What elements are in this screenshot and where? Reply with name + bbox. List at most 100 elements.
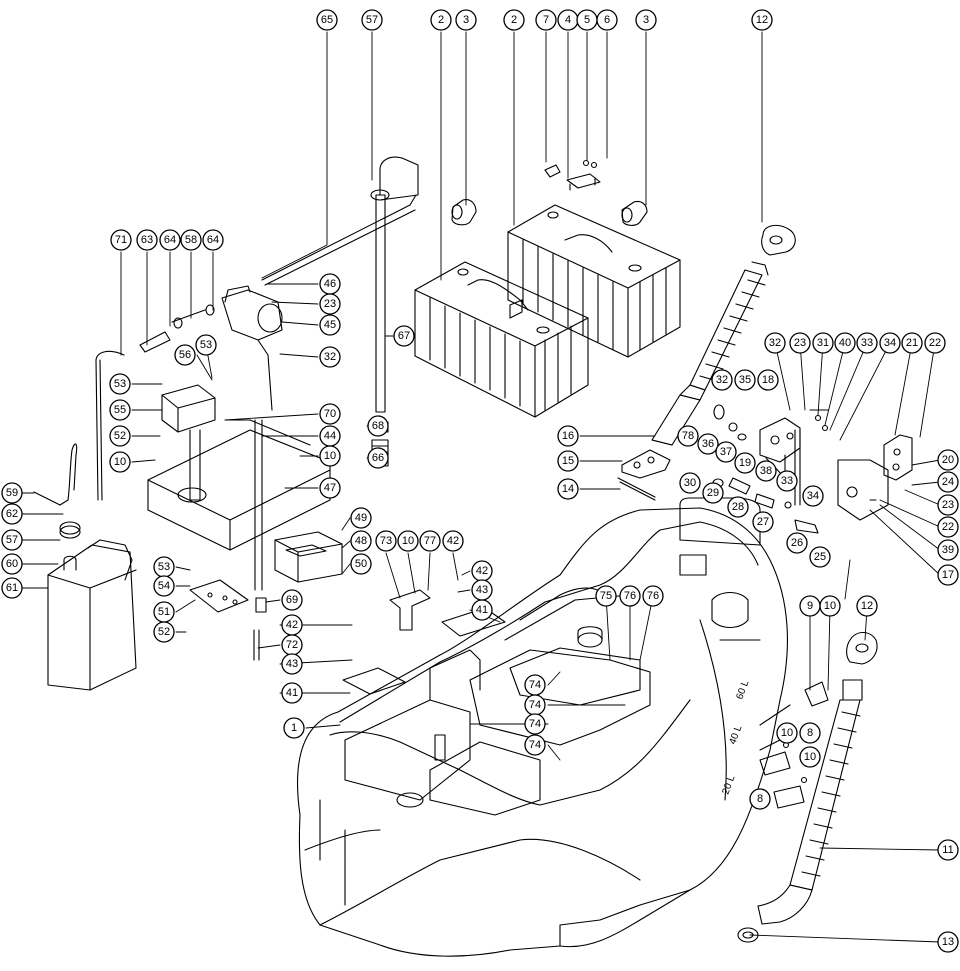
mounting-pads [254,590,505,694]
callout-circle [734,369,756,391]
callout-25: 25 [809,546,831,568]
callout-20: 20 [937,449,959,471]
callout-circle [471,599,493,621]
callout-label: 32 [769,337,781,349]
callout-57: 57 [1,529,23,551]
callout-circle [879,332,901,354]
callout-circle [819,595,841,617]
callout-label: 74 [529,718,541,730]
callout-label: 42 [476,565,488,577]
callout-label: 9 [807,600,813,612]
callout-circle [937,516,959,538]
callout-circle [937,564,959,586]
callout-label: 36 [702,438,714,450]
callout-label: 23 [324,298,336,310]
callout-15: 15 [557,450,579,472]
callout-8: 8 [799,722,821,744]
callout-label: 3 [463,14,469,26]
callout-19: 19 [734,452,756,474]
callout-67: 67 [393,325,415,347]
filler-rod [262,157,418,466]
callout-circle [789,332,811,354]
callout-circle [397,530,419,552]
callout-55: 55 [109,399,131,421]
callout-label: 52 [158,626,170,638]
callout-label: 61 [6,582,18,594]
callout-circle [281,589,303,611]
callout-label: 78 [682,430,694,442]
callout-circle [557,450,579,472]
callout-16: 16 [557,425,579,447]
callout-10: 10 [397,530,419,552]
callout-label: 27 [757,516,769,528]
callout-12: 12 [856,595,878,617]
callout-label: 10 [402,535,414,547]
callout-circle [195,334,217,356]
callout-label: 19 [739,457,751,469]
callout-26: 26 [786,532,808,554]
callout-label: 5 [584,14,590,26]
callout-10: 10 [799,746,821,768]
callout-circle [1,482,23,504]
callout-circle [595,585,617,607]
callout-64: 64 [159,229,181,251]
callout-71: 71 [110,229,132,251]
callout-52: 52 [109,425,131,447]
pump-assembly [140,286,282,410]
callout-41: 41 [471,599,493,621]
callout-label: 67 [398,330,410,342]
callout-circle [734,452,756,474]
callout-label: 42 [286,619,298,631]
callout-circle [809,546,831,568]
callout-9: 9 [799,595,821,617]
callout-label: 57 [366,14,378,26]
callout-label: 10 [804,751,816,763]
callout-label: 64 [207,234,219,246]
callout-2: 2 [430,9,452,31]
callout-34: 34 [802,485,824,507]
callout-circle [1,503,23,525]
electrical-plate [148,385,330,590]
callout-circle [419,530,441,552]
callout-73: 73 [375,530,397,552]
callout-circle [937,494,959,516]
callout-circle [776,470,798,492]
terminal-cap-right [622,201,647,225]
callout-circle [503,9,525,31]
callout-17: 17 [937,564,959,586]
callout-label: 42 [447,535,459,547]
callout-label: 74 [529,679,541,691]
callout-label: 24 [942,476,954,488]
callout-label: 74 [529,739,541,751]
scale-mark-40: 40 L [727,724,744,746]
callout-50: 50 [350,553,372,575]
callout-21: 21 [901,332,923,354]
callout-label: 28 [732,501,744,513]
callout-32: 32 [711,369,733,391]
callout-28: 28 [727,496,749,518]
callout-53: 53 [153,556,175,578]
callout-circle [361,9,383,31]
callout-42: 42 [471,560,493,582]
callout-circle [281,682,303,704]
callout-circle [316,9,338,31]
callout-circle [764,332,786,354]
callout-10: 10 [776,722,798,744]
callout-label: 38 [760,465,772,477]
callout-label: 37 [720,446,732,458]
callout-33: 33 [856,332,878,354]
callout-label: 13 [942,936,954,948]
callout-circle [677,425,699,447]
callout-label: 60 [6,558,18,570]
callout-label: 2 [511,14,517,26]
callout-51: 51 [153,601,175,623]
callout-label: 69 [286,594,298,606]
drain-hose [738,633,877,943]
callout-53: 53 [195,334,217,356]
callout-58: 58 [180,229,202,251]
callout-29: 29 [702,482,724,504]
callout-circle [635,9,657,31]
callout-circle [350,507,372,529]
callout-label: 10 [781,727,793,739]
